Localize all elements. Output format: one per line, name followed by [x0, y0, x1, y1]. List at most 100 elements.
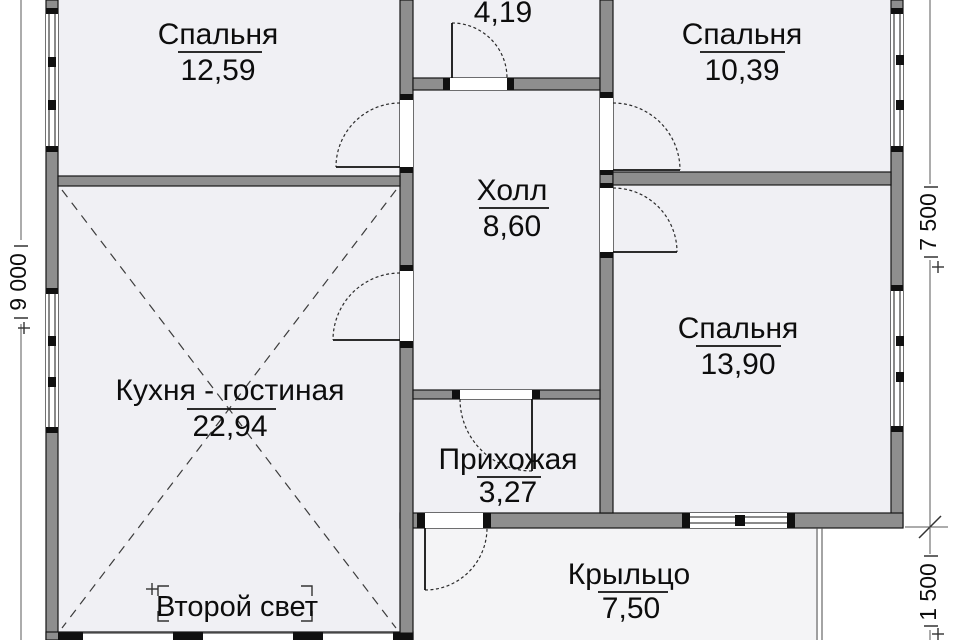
corner-bracket — [157, 585, 169, 596]
wall-cap — [400, 265, 413, 271]
door-opening-bedroom-top-left — [400, 100, 413, 167]
dimension-value: 1 500 — [915, 563, 941, 621]
dimension-value: 9 000 — [5, 253, 31, 311]
window-right-2 — [893, 290, 904, 427]
wall-cap — [507, 78, 514, 90]
room-name: Спальня — [678, 312, 799, 345]
dimensions: 9 000 7 500 1 500 — [5, 0, 948, 640]
label-entry: Прихожая 3,27 — [438, 443, 577, 509]
room-name: Холл — [477, 174, 548, 207]
door-entry-north — [459, 398, 533, 472]
room-area: 8,60 — [483, 210, 541, 243]
door-opening-bedroom-top-right — [600, 98, 613, 170]
room-name: Спальня — [682, 18, 803, 51]
dimension-right-upper: 7 500 — [905, 0, 948, 539]
floor-porch — [413, 528, 818, 640]
room-labels: Спальня 12,59 4,19 Спальня 10,39 Холл 8,… — [116, 0, 803, 625]
window-opening-left-2 — [46, 293, 58, 428]
door-entry-exterior — [424, 527, 488, 591]
window-opening-right-2 — [891, 290, 903, 427]
window-opening-left-1 — [46, 13, 58, 147]
door-opening-kitchen — [400, 271, 413, 341]
door-bedroom-right — [612, 187, 678, 253]
label-kitchen-living: Кухня - гостиная 22,94 — [116, 374, 345, 443]
room-area: 3,27 — [479, 476, 537, 509]
door-room419 — [451, 22, 508, 79]
dimension-left: 9 000 — [5, 0, 31, 640]
label-porch: Крыльцо 7,50 — [568, 558, 690, 625]
room-area: 10,39 — [704, 54, 779, 87]
door-opening-entry-north — [460, 390, 532, 399]
dimension-value: 7 500 — [915, 193, 941, 251]
wall-kitchen-north — [57, 175, 401, 187]
floor-room-419 — [413, 0, 600, 80]
wall-caps — [46, 8, 903, 640]
wall-cap — [46, 146, 58, 152]
wall-cap — [600, 92, 613, 98]
corner-bracket — [157, 611, 169, 622]
wall-cap — [787, 513, 795, 528]
wall-cap — [452, 390, 460, 399]
door-bedroom-top-right — [612, 102, 681, 171]
wall-cap — [393, 632, 413, 640]
wall-cap — [682, 513, 690, 528]
label-bedroom-top-right: Спальня 10,39 — [682, 18, 803, 87]
dimension-right-lower: 1 500 — [915, 527, 944, 640]
wall-cap — [46, 427, 58, 433]
wall-cap — [46, 288, 58, 294]
door-opening-bedroom-right — [600, 188, 613, 252]
windows — [48, 13, 904, 526]
window-opening-bottom-3 — [323, 634, 393, 640]
room-area: 12,59 — [180, 54, 255, 87]
room-name: Прихожая — [438, 443, 577, 476]
window-left-1 — [48, 13, 56, 147]
wall-cap — [600, 183, 613, 188]
label-bedroom-right: Спальня 13,90 — [678, 312, 799, 381]
label-hall: Холл 8,60 — [477, 174, 549, 243]
doors — [332, 22, 681, 591]
porch-edge — [816, 528, 823, 640]
room-area: 13,90 — [700, 348, 775, 381]
wall-cap — [46, 8, 58, 14]
wall-cap — [400, 341, 413, 348]
door-kitchen — [332, 272, 401, 341]
floor-bedroom-top-right — [613, 0, 891, 173]
label-room419: 4,19 — [474, 0, 532, 29]
room-name: Спальня — [158, 18, 279, 51]
corner-bracket — [301, 611, 313, 622]
wall-cap — [891, 285, 903, 291]
wall-cap — [293, 632, 323, 640]
wall-cap — [891, 426, 903, 432]
room-name: Кухня - гостиная — [116, 374, 345, 407]
second-light-text: Второй свет — [156, 591, 318, 623]
window-right-1 — [893, 13, 904, 147]
door-opening-room419 — [450, 78, 507, 90]
window-opening-bottom-1 — [83, 634, 173, 640]
wall-cap — [58, 632, 83, 640]
label-bedroom-top-left: Спальня 12,59 — [158, 18, 279, 87]
floor-bedroom-top-left — [58, 0, 400, 177]
door-opening-entry-exterior — [425, 513, 483, 528]
floor-entry — [413, 399, 600, 513]
wall-cap — [483, 513, 491, 528]
door-bedroom-top-left — [335, 102, 401, 168]
wall-cap — [400, 167, 413, 173]
corner-bracket — [301, 585, 313, 596]
wall-cap — [600, 252, 613, 258]
second-light-label: Второй свет — [146, 583, 318, 623]
room-area: 7,50 — [602, 592, 660, 625]
window-opening-right-1 — [891, 13, 903, 147]
wall-cap — [891, 146, 903, 152]
room-area: 4,19 — [474, 0, 532, 29]
room-name: Крыльцо — [568, 558, 690, 591]
floor-hall — [413, 88, 600, 390]
floor-bedroom-right — [613, 186, 891, 513]
wall-cap — [891, 8, 903, 14]
wall-cap — [532, 390, 540, 399]
window-opening-bottom-2 — [203, 634, 293, 640]
wall-cap — [600, 170, 613, 175]
wall-cap — [417, 513, 425, 528]
wall-cap — [400, 94, 413, 100]
